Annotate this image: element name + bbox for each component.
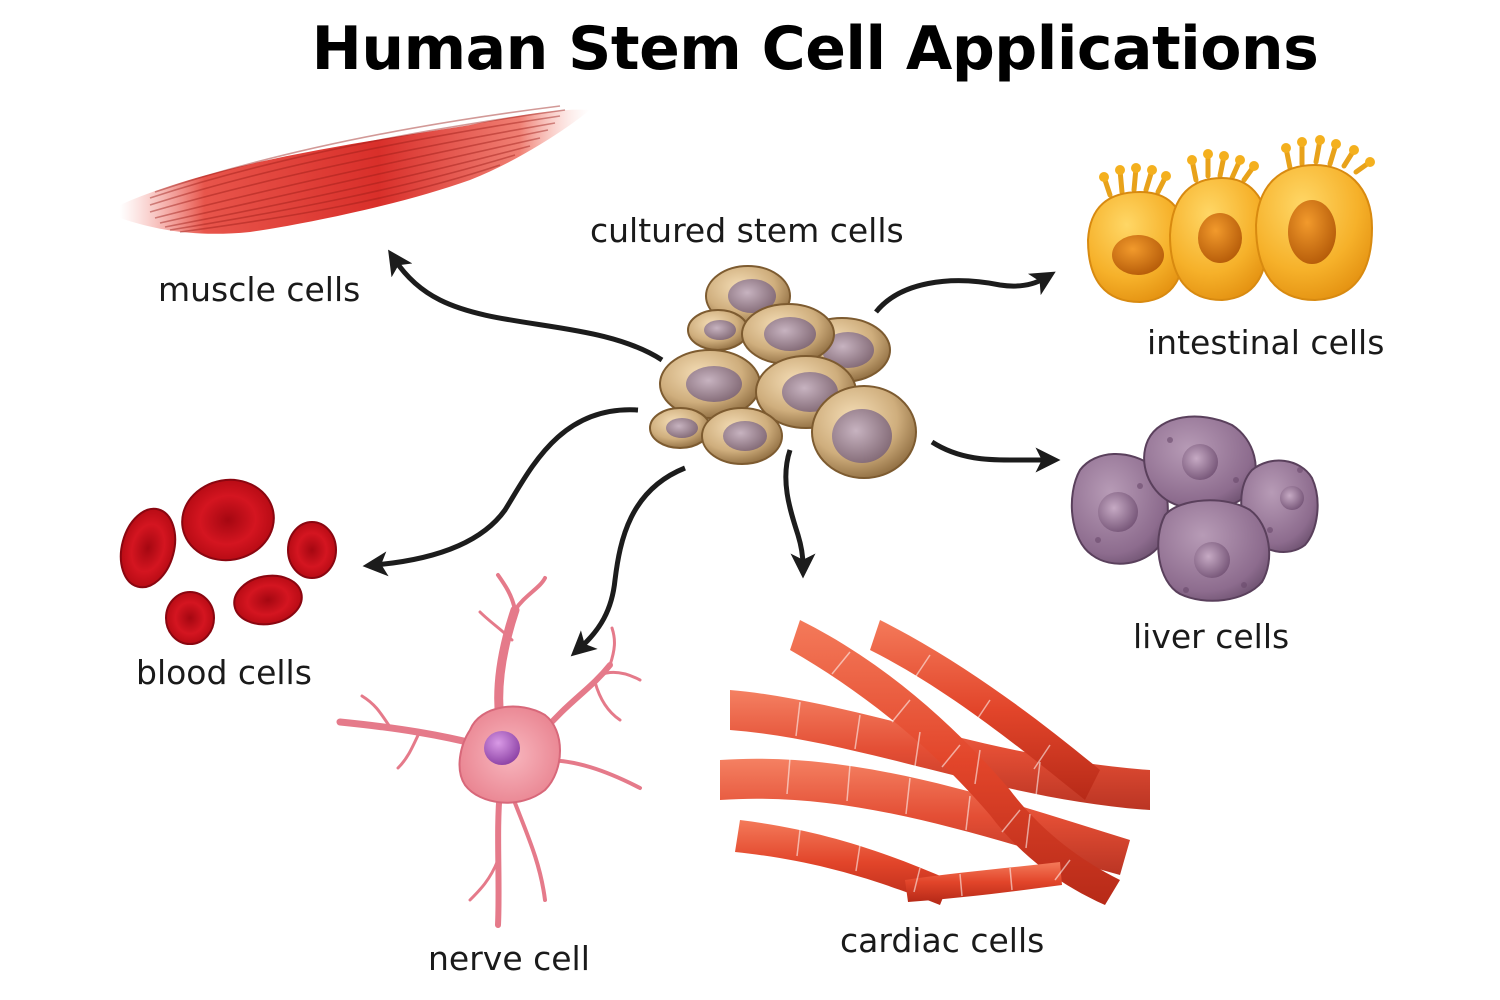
arrow-to-blood (362, 407, 639, 577)
arrow-to-nerve (570, 465, 686, 657)
arrows-group (362, 249, 1061, 657)
label-nerve-cell: nerve cell (428, 939, 590, 978)
label-blood-cells: blood cells (136, 653, 312, 692)
label-cultured-stem-cells: cultured stem cells (590, 211, 904, 250)
stem-cell-cluster-icon (649, 265, 917, 479)
red-blood-cell-icon (119, 478, 337, 645)
label-muscle-cells: muscle cells (158, 270, 361, 309)
diagram-title: Human Stem Cell Applications (311, 14, 1319, 84)
arrow-to-liver (930, 439, 1061, 473)
arrow-to-cardiac (783, 449, 816, 579)
intestinal-cell-icon (1086, 135, 1375, 304)
liver-cell-icon (1070, 415, 1319, 602)
muscle-fiber-icon (120, 105, 590, 234)
arrow-to-muscle (388, 249, 664, 363)
arrow-to-intestinal (874, 271, 1056, 314)
label-intestinal-cells: intestinal cells (1147, 323, 1385, 362)
label-liver-cells: liver cells (1133, 617, 1290, 656)
cardiac-muscle-icon (720, 620, 1150, 905)
label-cardiac-cells: cardiac cells (840, 921, 1045, 960)
neuron-icon (336, 573, 642, 928)
